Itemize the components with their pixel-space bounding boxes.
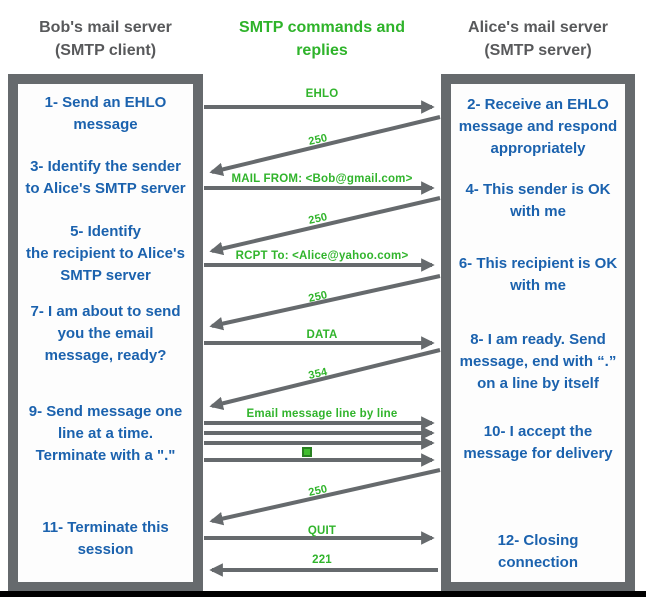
legend-line1: SMTP commands and [239, 19, 405, 36]
client-title-line1: Bob's mail server [39, 19, 172, 36]
label-ehlo: EHLO [305, 88, 339, 100]
server-column-header: Alice's mail server (SMTP server) [441, 16, 635, 62]
client-step-11: 11- Terminate this session [42, 519, 169, 558]
label-data: DATA [306, 329, 338, 341]
legend-header: SMTP commands and replies [203, 16, 441, 62]
label-rcpt-to: RCPT To: <Alice@yahoo.com> [235, 250, 409, 262]
dot-terminator-square [302, 447, 312, 457]
legend-line2: replies [296, 42, 348, 59]
client-box: 1- Send an EHLO message 3- Identify the … [8, 74, 203, 592]
client-step-9: 9- Send message one line at a time. Term… [28, 403, 183, 464]
client-step-1: 1- Send an EHLO message [44, 94, 167, 133]
label-mail-from: MAIL FROM: <Bob@gmail.com> [231, 173, 413, 185]
server-step-4: 4- This sender is OK with me [465, 181, 611, 220]
label-reply-250-1: 250 [307, 132, 329, 148]
client-step-7: 7- I am about to send you the email mess… [30, 303, 181, 364]
server-step-8: 8- I am ready. Send message, end with “.… [459, 331, 617, 392]
server-title-line1: Alice's mail server [468, 19, 608, 36]
label-reply-250-4: 250 [307, 483, 329, 499]
client-column-header: Bob's mail server (SMTP client) [8, 16, 203, 62]
server-step-10: 10- I accept the message for delivery [463, 423, 613, 462]
label-reply-354: 354 [307, 366, 329, 382]
label-quit: QUIT [307, 525, 337, 537]
server-step-12: 12- Closing connection [497, 532, 579, 571]
client-step-5: 5- Identify the recipient to Alice's SMT… [26, 223, 185, 284]
server-step-2: 2- Receive an EHLO message and respond a… [458, 96, 618, 157]
client-step-3: 3- Identify the sender to Alice's SMTP s… [25, 158, 186, 197]
bottom-black-bar [0, 591, 646, 597]
arrow-reply-250-2 [209, 196, 441, 256]
label-reply-250-2: 250 [307, 211, 329, 227]
label-reply-221: 221 [312, 554, 332, 566]
server-box: 2- Receive an EHLO message and respond a… [441, 74, 635, 592]
client-title-line2: (SMTP client) [54, 42, 157, 59]
label-reply-250-3: 250 [307, 289, 329, 305]
server-step-6: 6- This recipient is OK with me [458, 255, 618, 294]
server-title-line2: (SMTP server) [484, 42, 592, 59]
label-email-lines: Email message line by line [246, 408, 398, 420]
